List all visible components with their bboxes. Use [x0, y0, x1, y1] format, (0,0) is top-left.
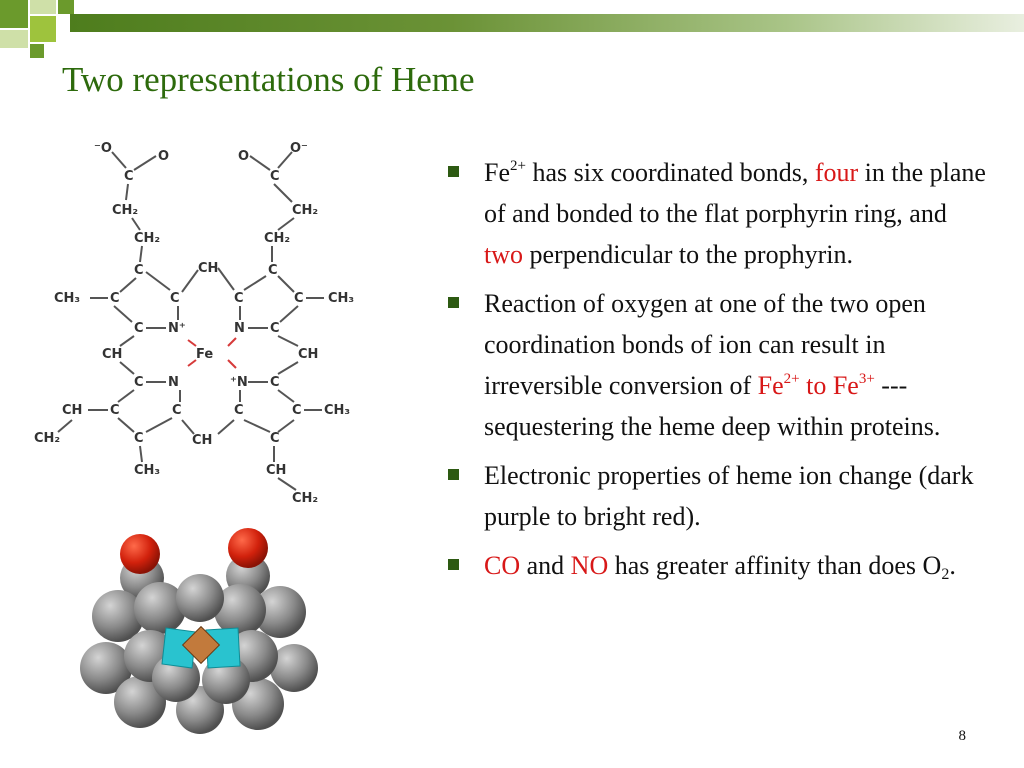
structure-label: C	[270, 169, 280, 184]
svg-text:C: C	[294, 291, 304, 306]
svg-text:C: C	[110, 403, 120, 418]
structure-label: N⁺	[168, 321, 186, 336]
svg-text:C: C	[270, 375, 280, 390]
svg-text:C: C	[134, 321, 144, 336]
structure-label: ⁻O	[94, 141, 112, 156]
structure-label: CH	[198, 261, 218, 276]
structure-label: ⁺N	[230, 375, 248, 390]
structure-label: CH₂	[134, 231, 160, 246]
bond-lines	[57, 151, 324, 491]
bullet-item: Reaction of oxygen at one of the two ope…	[448, 283, 988, 447]
structure-label: O⁻	[290, 141, 308, 156]
corner-square	[30, 44, 44, 58]
structure-label: CH	[192, 433, 212, 448]
structure-label: CH	[62, 403, 82, 418]
structure-label fe-label: Fe	[196, 347, 213, 362]
structure-label: CH	[298, 347, 318, 362]
structure-label: CH	[102, 347, 122, 362]
svg-text:C: C	[134, 431, 144, 446]
svg-text:C: C	[270, 431, 280, 446]
structure-label: CH₃	[328, 291, 354, 306]
structure-label: CH	[266, 463, 286, 478]
svg-text:C: C	[172, 403, 182, 418]
structure-label: CH₂	[112, 203, 138, 218]
structure-label: CH₂	[34, 431, 60, 446]
bullet-list: Fe2+ has six coordinated bonds, four in …	[448, 152, 988, 594]
svg-text:C: C	[110, 291, 120, 306]
corner-square	[0, 30, 28, 48]
structure-label: CH₃	[134, 463, 160, 478]
structure-label: CH₂	[264, 231, 290, 246]
bullet-square-icon	[448, 166, 459, 177]
svg-text:C: C	[270, 321, 280, 336]
bullet-square-icon	[448, 559, 459, 570]
corner-square	[0, 0, 28, 28]
svg-text:C: C	[170, 291, 180, 306]
bullet-item: Electronic properties of heme ion change…	[448, 455, 988, 537]
bullet-square-icon	[448, 469, 459, 480]
structure-label: CH₃	[324, 403, 350, 418]
svg-text:C: C	[234, 291, 244, 306]
structure-label: CH₂	[292, 491, 318, 506]
corner-square	[30, 16, 56, 42]
corner-square	[58, 0, 74, 14]
carbon-atoms	[80, 554, 318, 734]
iron-coordination-bonds	[187, 337, 237, 369]
structure-label: CH₂	[292, 203, 318, 218]
structure-label: O	[158, 149, 169, 164]
nitrogen-atoms	[161, 627, 241, 669]
structure-label: N	[168, 375, 179, 390]
iron-atom	[181, 625, 221, 665]
structure-label: CH₃	[54, 291, 80, 306]
bullet-square-icon	[448, 297, 459, 308]
corner-square	[30, 0, 56, 14]
heme-structural-formula: ⁻O O C CH₂ CH₂ O O⁻ C CH₂ CH₂ CH CH₃ CH₃…	[34, 141, 354, 506]
bullet-item: Fe2+ has six coordinated bonds, four in …	[448, 152, 988, 275]
header-bar	[70, 14, 1024, 32]
svg-text:C: C	[292, 403, 302, 418]
oxygen-atoms	[120, 528, 268, 574]
bullet-item: CO and NO has greater affinity than does…	[448, 545, 988, 586]
svg-text:C: C	[134, 375, 144, 390]
page-number: 8	[958, 728, 967, 744]
heme-space-filling-model	[80, 528, 318, 734]
structure-label: N	[234, 321, 245, 336]
structure-label: C	[124, 169, 134, 184]
structure-label: O	[238, 149, 249, 164]
slide-title: Two representations of Heme	[62, 60, 475, 99]
svg-text:C: C	[234, 403, 244, 418]
svg-text:C: C	[268, 263, 278, 278]
svg-text:C: C	[134, 263, 144, 278]
